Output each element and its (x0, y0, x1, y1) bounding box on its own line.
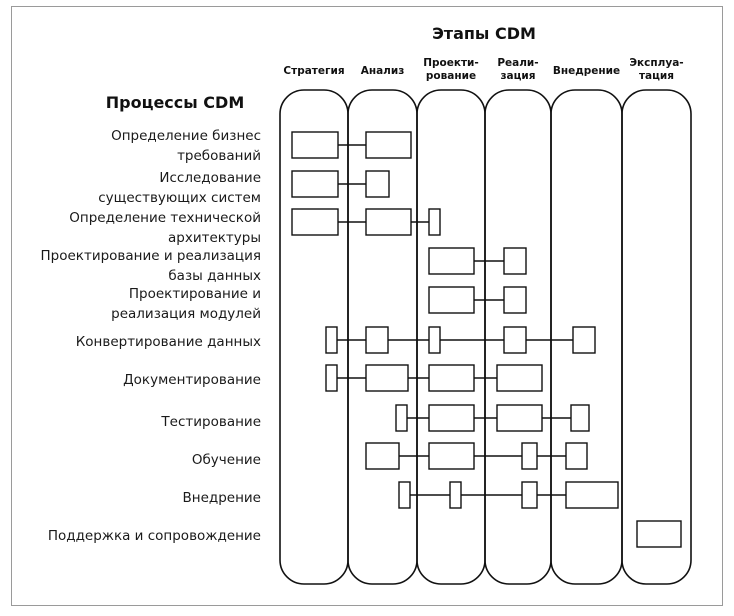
activity-box-row-10-3 (521, 481, 538, 509)
process-label-10: Внедрение (182, 490, 261, 506)
process-label-11: Поддержка и сопровождение (48, 528, 261, 544)
activity-box-row-9-4 (565, 442, 588, 470)
phase-header-1: Стратегия (283, 65, 344, 77)
process-label-9: Обучение (192, 452, 261, 468)
diagram-title: Этапы CDM (432, 24, 536, 43)
activity-box-row-3-2 (365, 208, 412, 236)
activity-box-row-9-1 (365, 442, 400, 470)
activity-box-row-6-3 (428, 326, 441, 354)
process-activity-boxes (291, 131, 682, 548)
activity-box-row-6-5 (572, 326, 596, 354)
phase-column-3 (416, 89, 486, 585)
activity-box-row-4-2 (503, 247, 527, 275)
activity-box-row-2-1 (291, 170, 339, 198)
activity-box-row-2-2 (365, 170, 390, 198)
activity-box-row-6-2 (365, 326, 389, 354)
activity-box-row-10-4 (565, 481, 619, 509)
activity-box-row-7-4 (496, 364, 543, 392)
phase-column-1 (279, 89, 349, 585)
activity-box-row-7-3 (428, 364, 475, 392)
activity-box-row-3-3 (428, 208, 441, 236)
activity-box-row-9-3 (521, 442, 538, 470)
activity-box-row-3-1 (291, 208, 339, 236)
activity-box-row-5-1 (428, 286, 475, 314)
phase-header-4: Реали-зация (497, 57, 538, 82)
phase-header-2: Анализ (361, 65, 405, 77)
activity-box-row-8-2 (428, 404, 475, 432)
activity-box-row-8-1 (395, 404, 408, 432)
activity-box-row-11-1 (636, 520, 682, 548)
activity-box-row-6-1 (325, 326, 338, 354)
diagram-frame (11, 6, 723, 606)
activity-box-row-4-1 (428, 247, 475, 275)
process-label-7: Документирование (123, 372, 261, 388)
phase-header-6: Эксплуа-тация (629, 57, 683, 82)
phase-columns (279, 89, 692, 585)
activity-box-row-7-1 (325, 364, 338, 392)
activity-box-row-10-2 (449, 481, 462, 509)
phase-header-5: Внедрение (553, 65, 620, 77)
activity-box-row-8-4 (570, 404, 590, 432)
activity-box-row-5-2 (503, 286, 527, 314)
processes-title: Процессы CDM (106, 93, 245, 112)
activity-box-row-9-2 (428, 442, 475, 470)
activity-box-row-8-3 (496, 404, 543, 432)
activity-box-row-1-1 (291, 131, 339, 159)
activity-box-row-1-2 (365, 131, 412, 159)
process-label-8: Тестирование (160, 414, 261, 430)
activity-box-row-6-4 (503, 326, 527, 354)
activity-box-row-10-1 (398, 481, 411, 509)
process-label-6: Конвертирование данных (76, 334, 261, 350)
phase-column-6 (621, 89, 692, 585)
phase-headers: Стратегия Анализ Проекти-рование Реали-заци… (283, 57, 683, 82)
phase-header-3: Проекти-рование (423, 57, 479, 82)
activity-box-row-7-2 (365, 364, 409, 392)
